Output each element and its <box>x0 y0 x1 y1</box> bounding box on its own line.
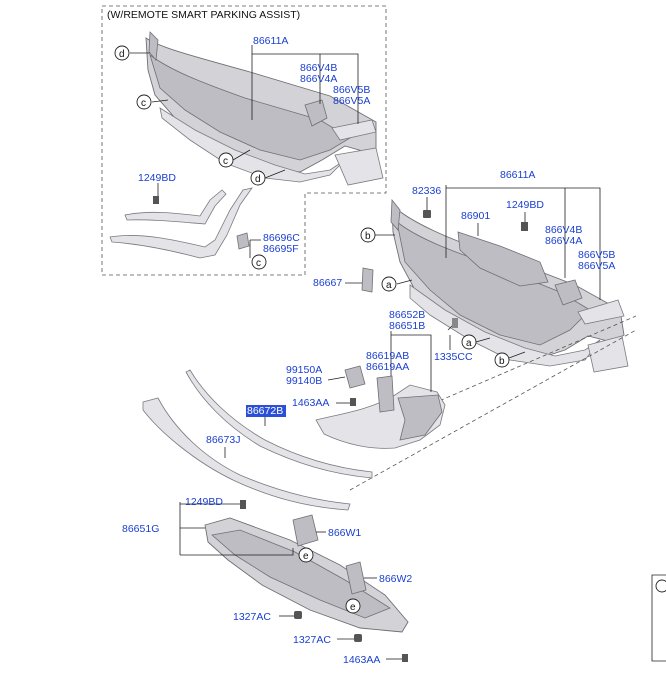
bracket-86619 <box>376 375 395 413</box>
cropped-frame <box>651 574 666 662</box>
svg-text:a: a <box>466 338 472 349</box>
option-frame <box>101 5 387 276</box>
label-86651G: 86651G <box>122 523 159 535</box>
label-866V4A-top: 866V4A <box>300 73 337 85</box>
svg-text:e: e <box>350 602 356 613</box>
label-1249BD-bot: 1249BD <box>185 496 223 508</box>
label-866W2: 866W2 <box>379 573 412 585</box>
callout-e-1 <box>298 547 314 563</box>
label-866V5A: 866V5A <box>578 260 615 272</box>
callout-d-1 <box>114 45 130 61</box>
top-bumper-cover <box>145 31 384 186</box>
label-866V4A: 866V4A <box>545 235 582 247</box>
label-86695F: 86695F <box>263 243 299 255</box>
svg-text:c: c <box>223 156 228 167</box>
sensor-bracket-harness <box>109 187 253 259</box>
label-86652B: 86652B <box>389 309 425 321</box>
label-1249BD-top: 1249BD <box>138 172 176 184</box>
svg-text:c: c <box>256 258 261 269</box>
label-86619AB: 86619AB <box>366 350 409 362</box>
alignment-line <box>349 329 637 491</box>
label-99140B: 99140B <box>286 375 322 387</box>
label-86619AA: 86619AA <box>366 361 409 373</box>
bracket-866W1 <box>292 514 319 547</box>
label-1327AC-b: 1327AC <box>293 634 331 646</box>
clip-icon <box>294 611 302 619</box>
callout-b-2 <box>494 352 510 368</box>
label-86672B-highlight <box>246 405 286 417</box>
label-866W1: 866W1 <box>328 527 361 539</box>
label-86611A: 86611A <box>500 169 535 181</box>
bolt-icon <box>240 500 246 509</box>
callout-c-3 <box>251 254 267 270</box>
main-bumper-cover <box>390 198 629 373</box>
moulding-86673J <box>142 397 351 511</box>
svg-text:e: e <box>303 551 309 562</box>
label-866V5A-top: 866V5A <box>333 95 370 107</box>
label-82336: 82336 <box>412 185 441 197</box>
label-1463AA-bot: 1463AA <box>343 654 380 666</box>
part-86667 <box>361 267 374 293</box>
option-note: (W/REMOTE SMART PARKING ASSIST) <box>107 9 300 21</box>
bolt-icon <box>350 398 356 406</box>
clip-icon <box>354 634 362 642</box>
label-1463AA-mid: 1463AA <box>292 397 329 409</box>
label-86611A-top: 86611A <box>253 35 288 47</box>
bracket-99150A <box>344 365 366 389</box>
svg-text:d: d <box>255 174 261 185</box>
moulding-86672B <box>185 369 373 479</box>
label-86673J: 86673J <box>206 434 240 446</box>
svg-text:b: b <box>365 231 371 242</box>
label-86651B: 86651B <box>389 320 425 332</box>
bolt-icon <box>402 654 408 662</box>
callout-e-2 <box>345 598 361 614</box>
svg-text:c: c <box>141 98 146 109</box>
bolt-icon <box>521 222 528 231</box>
svg-text:a: a <box>386 280 392 291</box>
bracket-86901 <box>457 231 549 287</box>
bracket-866W2 <box>345 561 367 595</box>
callout-c-1 <box>136 94 152 110</box>
label-866V5B: 866V5B <box>578 249 615 261</box>
svg-text:b: b <box>499 356 505 367</box>
label-86667: 86667 <box>313 277 342 289</box>
label-86901: 86901 <box>461 210 490 222</box>
callout-b-1 <box>360 227 376 243</box>
cropped-callout <box>655 579 666 593</box>
label-1249BD-mid: 1249BD <box>506 199 544 211</box>
callout-d-2 <box>250 170 266 186</box>
callout-a-1 <box>381 276 397 292</box>
label-866V5B-top: 866V5B <box>333 84 370 96</box>
clip-icon <box>452 318 458 328</box>
label-86672B: 86672B <box>247 405 283 417</box>
label-866V4B-top: 866V4B <box>300 62 337 74</box>
label-866V4B: 866V4B <box>545 224 582 236</box>
clip-icon <box>423 210 431 218</box>
label-1335CC: 1335CC <box>434 351 473 363</box>
label-1327AC-a: 1327AC <box>233 611 271 623</box>
label-99150A: 99150A <box>286 364 322 376</box>
callout-c-2 <box>218 152 234 168</box>
svg-text:d: d <box>119 49 125 60</box>
label-86696C: 86696C <box>263 232 300 244</box>
side-garnish <box>315 384 446 449</box>
bolt-icon <box>153 196 159 204</box>
